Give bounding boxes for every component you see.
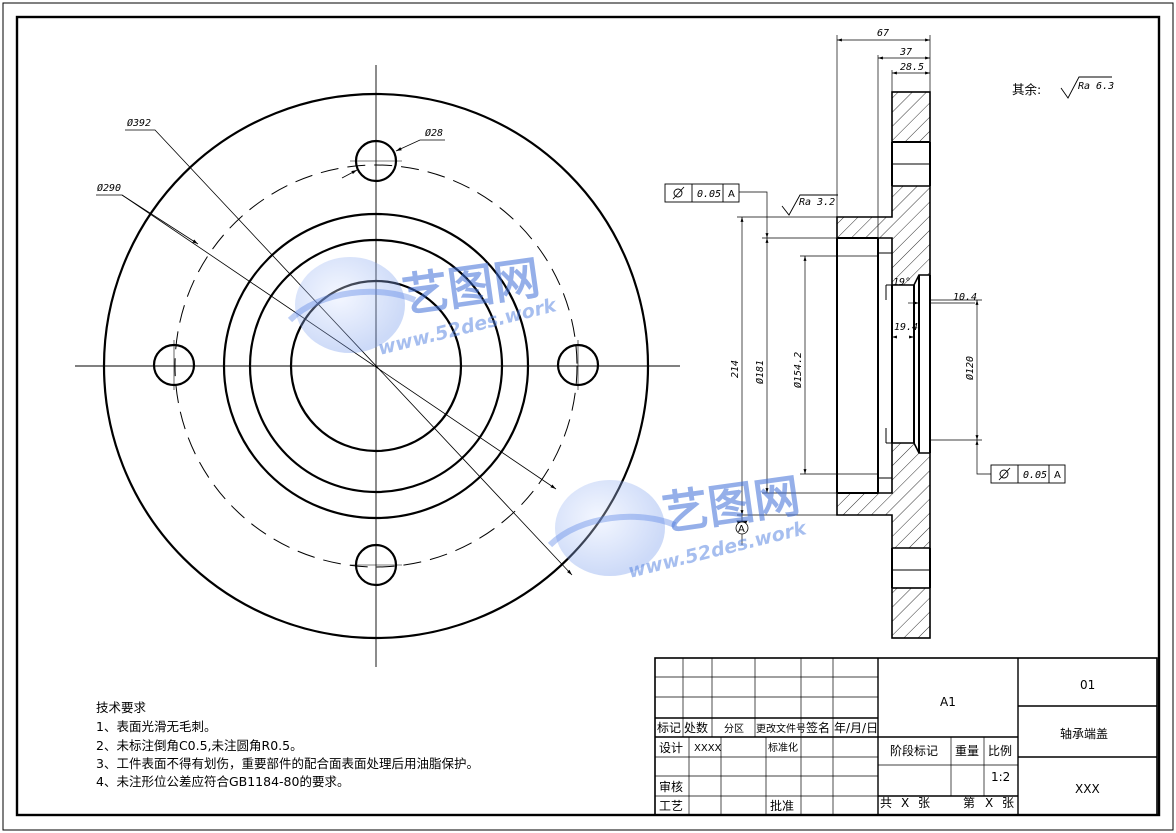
hatch-body-bottom (836, 442, 931, 549)
section-dimensions (736, 35, 991, 545)
dim-28: Ø28 (425, 127, 443, 139)
section-view (836, 91, 931, 639)
tb-material: A1 (940, 695, 956, 709)
runout-icon (998, 467, 1011, 481)
tech-item-3: 3、工件表面不得有划伤，重要部件的配合面表面处理后用油脂保护。 (96, 756, 479, 771)
tb-standardize-label: 标准化 (768, 741, 798, 754)
dim-10-4: 10.4 (953, 292, 977, 303)
datum-a-circle (735, 521, 749, 535)
tech-item-2: 2、未标注倒角C0.5,未注圆角R0.5。 (96, 738, 303, 753)
dim-19-4: 19.4 (894, 322, 918, 333)
tb-header-zone: 分区 (724, 723, 744, 735)
dim-290: Ø290 (97, 182, 121, 194)
runout-icon (672, 186, 685, 200)
dim-392: Ø392 (127, 117, 151, 129)
tb-num: X (985, 796, 993, 810)
inner-border (15, 15, 1161, 817)
leader-392 (125, 129, 573, 576)
tolerance-frame-bottom: 0.05 A (990, 464, 1066, 484)
tb-company: XXX (1075, 782, 1100, 796)
roughness-note-value: Ra 6.3 (1078, 81, 1114, 92)
dim-28-5: 28.5 (900, 62, 924, 73)
tb-num-suffix: 张 (1002, 796, 1014, 810)
dim-120: Ø120 (964, 356, 976, 380)
tb-design-label: 设计 (659, 741, 683, 755)
tb-header-mark: 标记 (657, 721, 681, 735)
datum-a-label: A (738, 524, 745, 535)
hatch-body-top (836, 185, 931, 286)
tolerance-frame-top: 0.05 A (664, 183, 740, 203)
tb-scale-label: 比例 (988, 744, 1012, 758)
title-block-text: 标记 处数 分区 更改文件号 签名 年/月/日 设计 XXXX 标准化 审核 工… (657, 678, 1108, 813)
dim-154-2: Ø154.2 (792, 352, 804, 388)
tb-header-count: 处数 (684, 720, 708, 735)
dim-67: 67 (877, 28, 889, 39)
front-view (75, 65, 680, 667)
tb-approve-label: 批准 (770, 798, 794, 813)
tb-drawing-number: 01 (1080, 678, 1095, 692)
leader-28 (395, 139, 445, 152)
outer-circle (102, 92, 650, 640)
roughness-note-label: 其余: (1012, 82, 1041, 97)
hub-circle-1 (222, 212, 530, 520)
tb-header-change-doc: 更改文件号 (756, 722, 806, 735)
tb-total-suffix: 张 (918, 796, 930, 810)
tech-requirements: 技术要求 1、表面光滑无毛刺。 2、未标注倒角C0.5,未注圆角R0.5。 3、… (96, 700, 479, 789)
tb-header-sign: 签名 (806, 720, 830, 735)
tech-item-4: 4、未注形位公差应符合GB1184-80的要求。 (96, 774, 349, 789)
tb-weight-label: 重量 (955, 744, 979, 758)
svg-text:A: A (728, 189, 735, 200)
dim-37: 37 (899, 47, 912, 58)
hatch-flange-top (891, 91, 931, 143)
dim-181: Ø181 (754, 360, 766, 384)
roughness-ra-3-2: Ra 3.2 (799, 197, 835, 208)
tb-process-label: 工艺 (659, 799, 683, 813)
watermark-bottom: 艺图网 www.52des.work (547, 468, 810, 583)
dim-214: 214 (730, 360, 741, 378)
tb-stage-label: 阶段标记 (890, 743, 938, 758)
tb-header-date: 年/月/日 (834, 721, 878, 735)
bolt-circle (174, 164, 578, 568)
hatch-flange-bottom (891, 587, 931, 639)
roughness-symbol-icon (1060, 76, 1112, 99)
hub-circle-2 (248, 238, 504, 494)
tb-part-name: 轴承端盖 (1060, 726, 1108, 741)
svg-text:A: A (1054, 470, 1061, 481)
tb-total-prefix: 共 (880, 796, 892, 810)
globe-icon (295, 257, 405, 353)
title-block (654, 657, 1158, 816)
tb-designer: XXXX (694, 743, 722, 754)
tb-review-label: 审核 (659, 779, 683, 794)
tech-title: 技术要求 (96, 700, 147, 715)
front-dimensions (96, 129, 573, 576)
watermark-top: 艺图网 www.52des.work (287, 250, 560, 360)
svg-text:0.05: 0.05 (1023, 470, 1047, 481)
tb-scale: 1:2 (991, 770, 1010, 784)
globe-icon (555, 480, 665, 576)
svg-text:0.05: 0.05 (697, 189, 721, 200)
tb-num-prefix: 第 (963, 796, 975, 810)
tech-item-1: 1、表面光滑无毛刺。 (96, 719, 216, 734)
tb-total: X (901, 796, 909, 810)
dim-angle: 19° (893, 277, 911, 288)
